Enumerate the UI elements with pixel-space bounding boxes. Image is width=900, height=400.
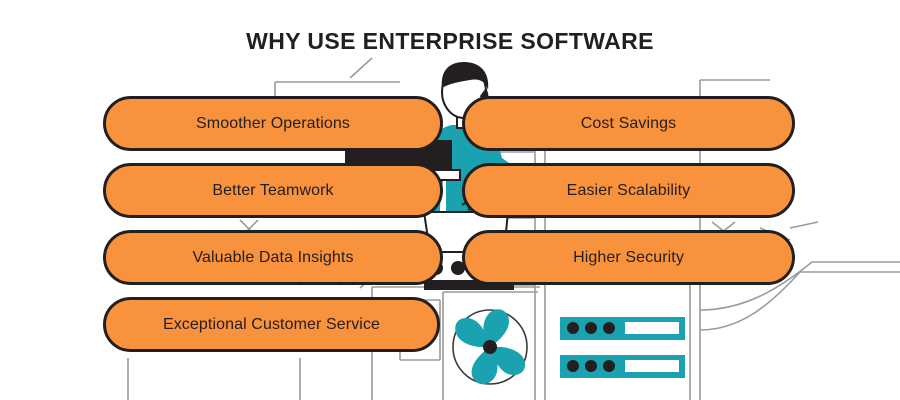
benefit-pill-higher-security[interactable]: Higher Security	[462, 230, 795, 285]
benefit-label: Higher Security	[573, 248, 684, 266]
benefit-label: Exceptional Customer Service	[162, 315, 381, 333]
benefit-pill-easier-scalability[interactable]: Easier Scalability	[462, 163, 795, 218]
benefit-pill-exceptional-customer-service[interactable]: Exceptional Customer Service	[103, 297, 440, 352]
benefit-label: Valuable Data Insights	[192, 248, 354, 266]
benefit-label: Smoother Operations	[196, 114, 350, 132]
benefit-pill-smoother-operations[interactable]: Smoother Operations	[103, 96, 443, 151]
benefit-label: Better Teamwork	[212, 181, 334, 199]
benefit-label: Easier Scalability	[566, 181, 691, 199]
cooling-fan-icon	[452, 309, 528, 385]
benefit-pill-better-teamwork[interactable]: Better Teamwork	[103, 163, 443, 218]
server-rack-illustration	[560, 317, 685, 378]
benefit-pill-cost-savings[interactable]: Cost Savings	[462, 96, 795, 151]
benefit-pill-valuable-data-insights[interactable]: Valuable Data Insights	[103, 230, 443, 285]
page-title: WHY USE ENTERPRISE SOFTWARE	[246, 28, 654, 54]
benefit-label: Cost Savings	[580, 114, 677, 132]
